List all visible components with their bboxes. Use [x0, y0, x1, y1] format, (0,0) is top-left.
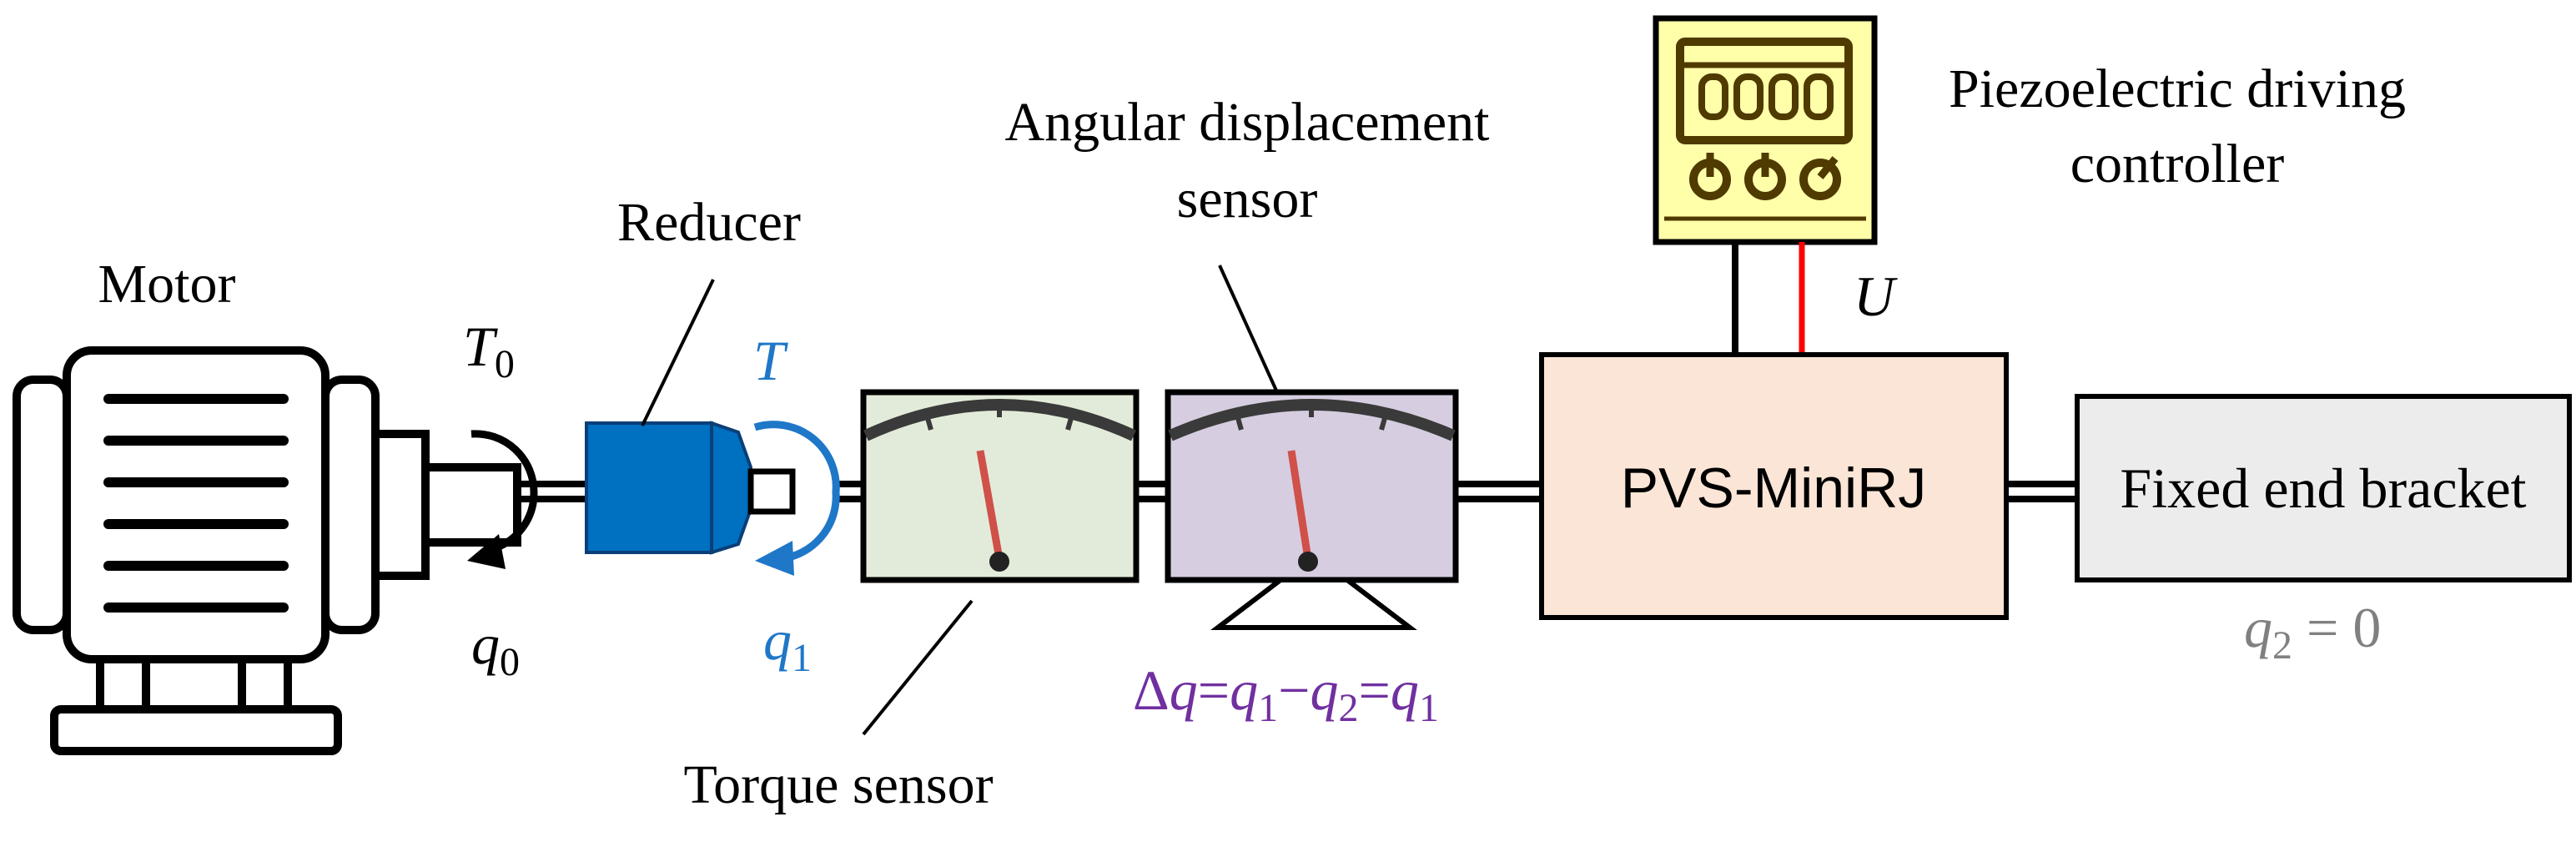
delta-q-equation: Δq=q1−q2=q1 — [1133, 658, 1439, 730]
q2-equals-zero: q2 = 0 — [2244, 596, 2381, 668]
torque-sensor-needle — [976, 450, 1004, 560]
output-rotation-arrow — [753, 421, 840, 576]
torque-sensor-icon — [860, 389, 1140, 583]
reducer-icon — [585, 421, 796, 555]
q1-symbol: q1 — [763, 608, 812, 680]
angular-sensor-label-line1: Angular displacement — [1005, 92, 1490, 153]
pvs-minirj-label: PVS-MiniRJ — [1621, 456, 1927, 520]
voltage-symbol: U — [1854, 265, 1898, 328]
motor-label: Motor — [98, 254, 236, 315]
controller-icon — [1653, 15, 1878, 245]
controller-label-line1: Piezoelectric driving — [1949, 58, 2406, 119]
motor-fins — [103, 394, 289, 613]
torque-sensor-label: Torque sensor — [683, 754, 993, 815]
angular-sensor-leader-line — [1218, 265, 1278, 391]
shaft-lines — [517, 481, 2077, 502]
torque-sensor-leader-line — [862, 599, 974, 736]
torque-sensor-pivot — [989, 552, 1009, 572]
t0-symbol: T0 — [463, 315, 515, 386]
fixed-end-bracket-label: Fixed end bracket — [2120, 456, 2526, 520]
reducer-leader-line — [641, 279, 715, 426]
angular-sensor-needle — [1287, 450, 1312, 560]
angular-sensor-stand — [1210, 577, 1417, 630]
reducer-output-shaft — [747, 468, 796, 515]
reducer-body — [585, 421, 713, 554]
motor-shaft — [421, 463, 521, 547]
fixed-end-bracket-box — [2075, 394, 2572, 582]
angular-sensor-icon — [1165, 389, 1459, 630]
motor-rotation-arrow — [467, 430, 538, 569]
motor-front-cap — [321, 376, 380, 634]
q0-symbol: q0 — [471, 613, 520, 684]
pvs-minirj-box — [1539, 352, 2009, 620]
motor-base — [50, 705, 342, 755]
angular-sensor-label-line2: sensor — [1177, 169, 1318, 229]
controller-label-line2: controller — [2070, 134, 2285, 194]
motor-leg-right — [238, 655, 292, 713]
motor-neck — [371, 430, 430, 580]
angular-sensor-pivot — [1298, 552, 1318, 572]
reducer-taper — [710, 421, 752, 555]
motor-end-cap — [13, 376, 71, 634]
reducer-label: Reducer — [617, 192, 801, 253]
motor-icon — [13, 346, 521, 755]
motor-leg-left — [96, 655, 150, 713]
t-symbol: T — [753, 329, 788, 392]
